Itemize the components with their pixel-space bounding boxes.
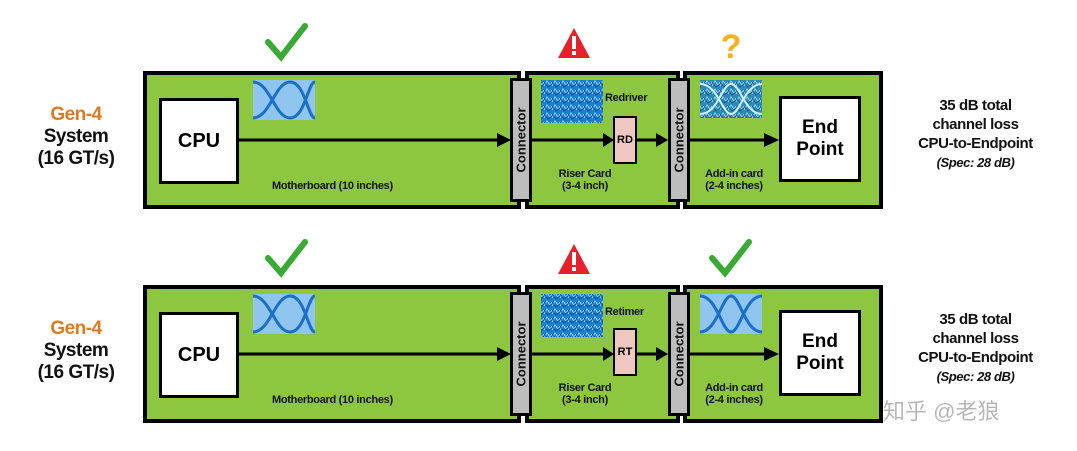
cpu-box: CPU — [159, 312, 239, 398]
gen-label: Gen-4 — [50, 318, 102, 339]
arrow-head — [764, 133, 779, 147]
system-label: Gen-4 System (16 GT/s) — [12, 104, 140, 170]
eye-diagram-closed — [541, 80, 603, 123]
riser-label: Riser Card (3-4 inch) — [558, 382, 612, 406]
connector-1: Connector — [510, 78, 532, 202]
channel-loss-note: 35 dB total channel loss CPU-to-Endpoint… — [918, 311, 1033, 384]
warning-icon — [558, 28, 590, 58]
eye-diagram-degraded — [699, 80, 763, 118]
warning-icon — [558, 244, 590, 274]
check-icon — [265, 23, 308, 62]
gen-label: Gen-4 — [50, 104, 102, 125]
signal-overlay — [239, 239, 779, 361]
arrow-head — [764, 347, 779, 361]
check-icon — [709, 239, 752, 278]
diagram-row-redriver: Gen-4 System (16 GT/s) Connector Connect… — [0, 0, 1077, 215]
connector-1: Connector — [510, 292, 532, 416]
watermark: 知乎 @老狼 — [883, 399, 1000, 424]
motherboard-label: Motherboard (10 inches) — [272, 394, 393, 406]
arrow-head — [603, 347, 614, 361]
motherboard-label: Motherboard (10 inches) — [272, 180, 393, 192]
eye-diagram-open — [252, 294, 316, 334]
eye-diagram-open — [252, 80, 316, 120]
channel-loss-note: 35 dB total channel loss CPU-to-Endpoint… — [918, 97, 1033, 170]
system-label-line: System — [43, 340, 109, 361]
chip-name-label: Redriver — [605, 92, 648, 104]
eye-diagram-open — [699, 294, 763, 334]
check-icon — [265, 239, 308, 278]
arrow-head — [656, 347, 668, 361]
diagram-row-retimer: Gen-4 System (16 GT/s) Connector Connect… — [0, 228, 1077, 443]
arrow-head — [497, 347, 511, 361]
system-label-line: System — [43, 126, 109, 147]
connector-2: Connector — [668, 78, 690, 202]
retimer-chip: RT — [613, 328, 637, 376]
arrow-head — [656, 133, 668, 147]
signal-overlay: ? — [239, 23, 779, 147]
eye-diagram-closed — [541, 294, 603, 337]
system-label: Gen-4 System (16 GT/s) — [12, 318, 140, 384]
system-speed-label: (16 GT/s) — [37, 362, 115, 383]
connector-2: Connector — [668, 292, 690, 416]
addin-label: Add-in card (2-4 inches) — [705, 168, 763, 192]
arrow-head — [497, 133, 511, 147]
chip-name-label: Retimer — [605, 306, 644, 318]
cpu-box: CPU — [159, 98, 239, 184]
question-icon: ? — [721, 28, 742, 66]
arrow-head — [603, 133, 614, 147]
system-speed-label: (16 GT/s) — [37, 148, 115, 169]
redriver-chip: RD — [613, 116, 637, 164]
addin-label: Add-in card (2-4 inches) — [705, 382, 763, 406]
riser-label: Riser Card (3-4 inch) — [558, 168, 612, 192]
